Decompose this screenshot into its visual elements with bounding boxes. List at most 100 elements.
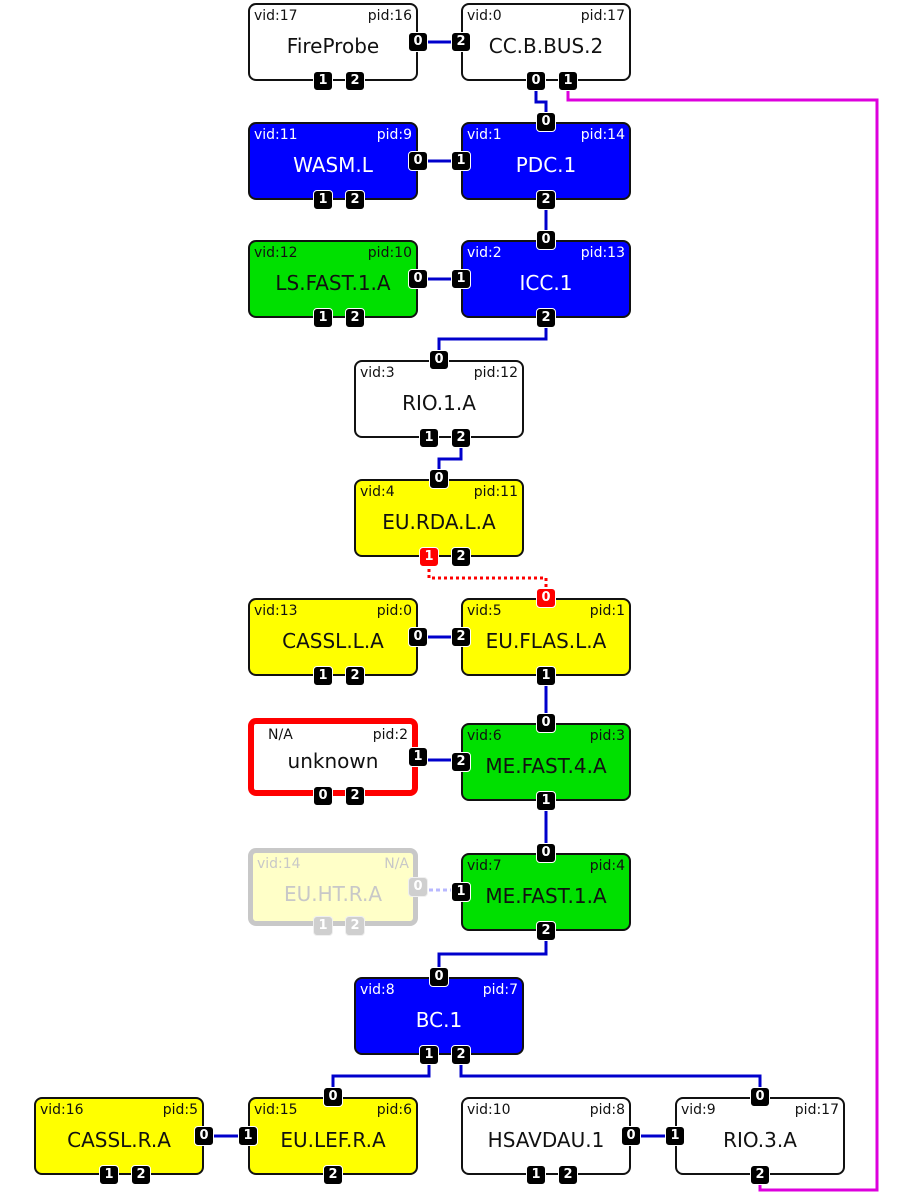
node-vid: vid:14 bbox=[257, 856, 301, 872]
port-mefast1a-0[interactable]: 0 bbox=[536, 843, 556, 863]
port-euflasla-0[interactable]: 0 bbox=[536, 588, 556, 608]
port-unknown-2[interactable]: 2 bbox=[345, 786, 365, 806]
node-vid: vid:11 bbox=[254, 127, 298, 143]
port-ccbbus2-1[interactable]: 1 bbox=[558, 71, 578, 91]
port-rio3a-1[interactable]: 1 bbox=[665, 1126, 685, 1146]
port-rio1a-2[interactable]: 2 bbox=[451, 428, 471, 448]
node-name: FireProbe bbox=[286, 34, 380, 58]
port-icc1-2[interactable]: 2 bbox=[536, 308, 556, 328]
port-rio1a-1[interactable]: 1 bbox=[419, 428, 439, 448]
port-bc1-1[interactable]: 1 bbox=[419, 1045, 439, 1065]
port-ccbbus2-2[interactable]: 2 bbox=[451, 32, 471, 52]
node-pid: pid:12 bbox=[473, 365, 518, 381]
port-hsavdau1-1[interactable]: 1 bbox=[526, 1165, 546, 1185]
port-euhtra-1[interactable]: 1 bbox=[313, 916, 333, 936]
port-bc1-0[interactable]: 0 bbox=[429, 967, 449, 987]
port-mefast4a-1[interactable]: 1 bbox=[536, 791, 556, 811]
port-cassla-2[interactable]: 2 bbox=[345, 666, 365, 686]
node-pid: pid:17 bbox=[580, 8, 625, 24]
port-unknown-1[interactable]: 1 bbox=[408, 747, 428, 767]
port-rio3a-0[interactable]: 0 bbox=[750, 1087, 770, 1107]
node-vid: vid:1 bbox=[467, 127, 502, 143]
port-pdc1-0[interactable]: 0 bbox=[536, 112, 556, 132]
port-eulefra-0[interactable]: 0 bbox=[323, 1087, 343, 1107]
node-pid: N/A bbox=[384, 856, 409, 872]
port-pdc1-2[interactable]: 2 bbox=[536, 190, 556, 210]
node-pid: pid:1 bbox=[589, 603, 625, 619]
node-pid: pid:17 bbox=[794, 1102, 839, 1118]
port-lsfast1a-2[interactable]: 2 bbox=[345, 308, 365, 328]
node-pid: pid:11 bbox=[473, 484, 518, 500]
node-name: EU.HT.R.A bbox=[283, 882, 383, 906]
port-rio1a-0[interactable]: 0 bbox=[429, 350, 449, 370]
node-name: ME.FAST.4.A bbox=[485, 754, 607, 778]
port-casslra-0[interactable]: 0 bbox=[194, 1126, 214, 1146]
port-eurdala-2[interactable]: 2 bbox=[451, 547, 471, 567]
port-mefast1a-2[interactable]: 2 bbox=[536, 921, 556, 941]
port-ccbbus2-0[interactable]: 0 bbox=[526, 71, 546, 91]
port-eurdala-1[interactable]: 1 bbox=[419, 547, 439, 567]
port-wasml-1[interactable]: 1 bbox=[313, 190, 333, 210]
port-eurdala-0[interactable]: 0 bbox=[429, 469, 449, 489]
port-lsfast1a-1[interactable]: 1 bbox=[313, 308, 333, 328]
node-vid: vid:4 bbox=[360, 484, 395, 500]
node-name: ME.FAST.1.A bbox=[485, 884, 607, 908]
port-euflasla-1[interactable]: 1 bbox=[536, 666, 556, 686]
port-casslra-2[interactable]: 2 bbox=[131, 1165, 151, 1185]
port-euhtra-2[interactable]: 2 bbox=[345, 916, 365, 936]
port-rio3a-2[interactable]: 2 bbox=[750, 1165, 770, 1185]
port-hsavdau1-0[interactable]: 0 bbox=[621, 1126, 641, 1146]
port-mefast4a-0[interactable]: 0 bbox=[536, 713, 556, 733]
node-name: CC.B.BUS.2 bbox=[488, 34, 604, 58]
port-pdc1-1[interactable]: 1 bbox=[451, 151, 471, 171]
port-casslra-1[interactable]: 1 bbox=[99, 1165, 119, 1185]
port-lsfast1a-0[interactable]: 0 bbox=[408, 269, 428, 289]
port-euhtra-0[interactable]: 0 bbox=[408, 877, 428, 897]
port-euflasla-2[interactable]: 2 bbox=[451, 627, 471, 647]
port-fireprobe-0[interactable]: 0 bbox=[408, 32, 428, 52]
port-hsavdau1-2[interactable]: 2 bbox=[558, 1165, 578, 1185]
port-cassla-1[interactable]: 1 bbox=[313, 666, 333, 686]
port-eulefra-2[interactable]: 2 bbox=[323, 1165, 343, 1185]
node-pid: pid:9 bbox=[376, 127, 412, 143]
node-vid: vid:10 bbox=[467, 1102, 511, 1118]
port-cassla-0[interactable]: 0 bbox=[408, 627, 428, 647]
port-wasml-2[interactable]: 2 bbox=[345, 190, 365, 210]
port-fireprobe-2[interactable]: 2 bbox=[345, 71, 365, 91]
port-unknown-0[interactable]: 0 bbox=[313, 786, 333, 806]
port-fireprobe-1[interactable]: 1 bbox=[313, 71, 333, 91]
port-mefast4a-2[interactable]: 2 bbox=[451, 752, 471, 772]
node-pid: pid:8 bbox=[589, 1102, 625, 1118]
port-bc1-2[interactable]: 2 bbox=[451, 1045, 471, 1065]
port-eulefra-1[interactable]: 1 bbox=[238, 1126, 258, 1146]
port-icc1-1[interactable]: 1 bbox=[451, 269, 471, 289]
node-name: WASM.L bbox=[293, 153, 373, 177]
port-wasml-0[interactable]: 0 bbox=[408, 151, 428, 171]
node-pid: pid:3 bbox=[589, 728, 625, 744]
node-pid: pid:16 bbox=[367, 8, 412, 24]
port-icc1-0[interactable]: 0 bbox=[536, 230, 556, 250]
node-vid: vid:9 bbox=[681, 1102, 716, 1118]
node-pid: pid:2 bbox=[372, 727, 408, 743]
port-mefast1a-1[interactable]: 1 bbox=[451, 882, 471, 902]
